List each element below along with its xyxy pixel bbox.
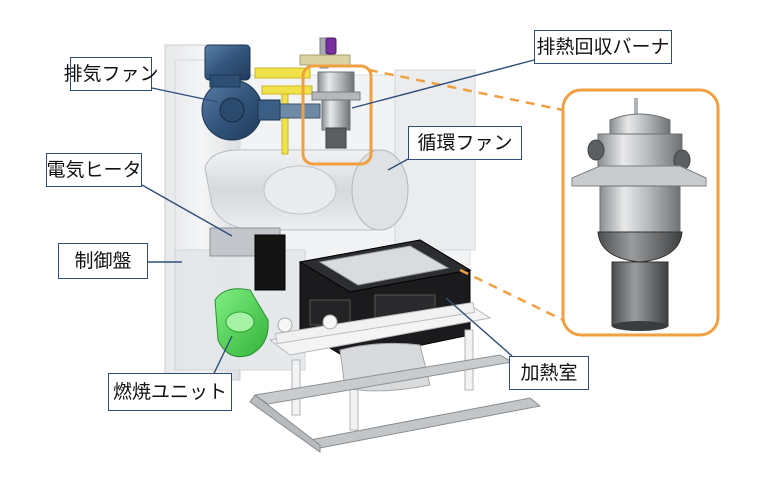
label-combustion-unit: 燃焼ユニット [108, 373, 232, 411]
burner-highlight-box [301, 64, 373, 166]
burner-callout [561, 88, 720, 337]
label-control-panel: 制御盤 [58, 243, 148, 279]
label-electric-heater: 電気ヒータ [46, 153, 142, 187]
label-circulation-fan: 循環ファン [408, 126, 522, 160]
label-exhaust-fan: 排気ファン [64, 57, 159, 91]
label-exhaust-heat-burner: 排熱回収バーナ [534, 30, 672, 64]
exhaust-fan-body [201, 44, 281, 141]
electric-heater [209, 227, 286, 291]
burner-small [301, 64, 373, 166]
zoom-lines [368, 68, 564, 322]
label-heating-chamber: 加熱室 [509, 356, 589, 390]
circulation-fan-duct [204, 149, 409, 231]
combustion-unit-body [214, 288, 269, 358]
support-frame [268, 301, 492, 431]
